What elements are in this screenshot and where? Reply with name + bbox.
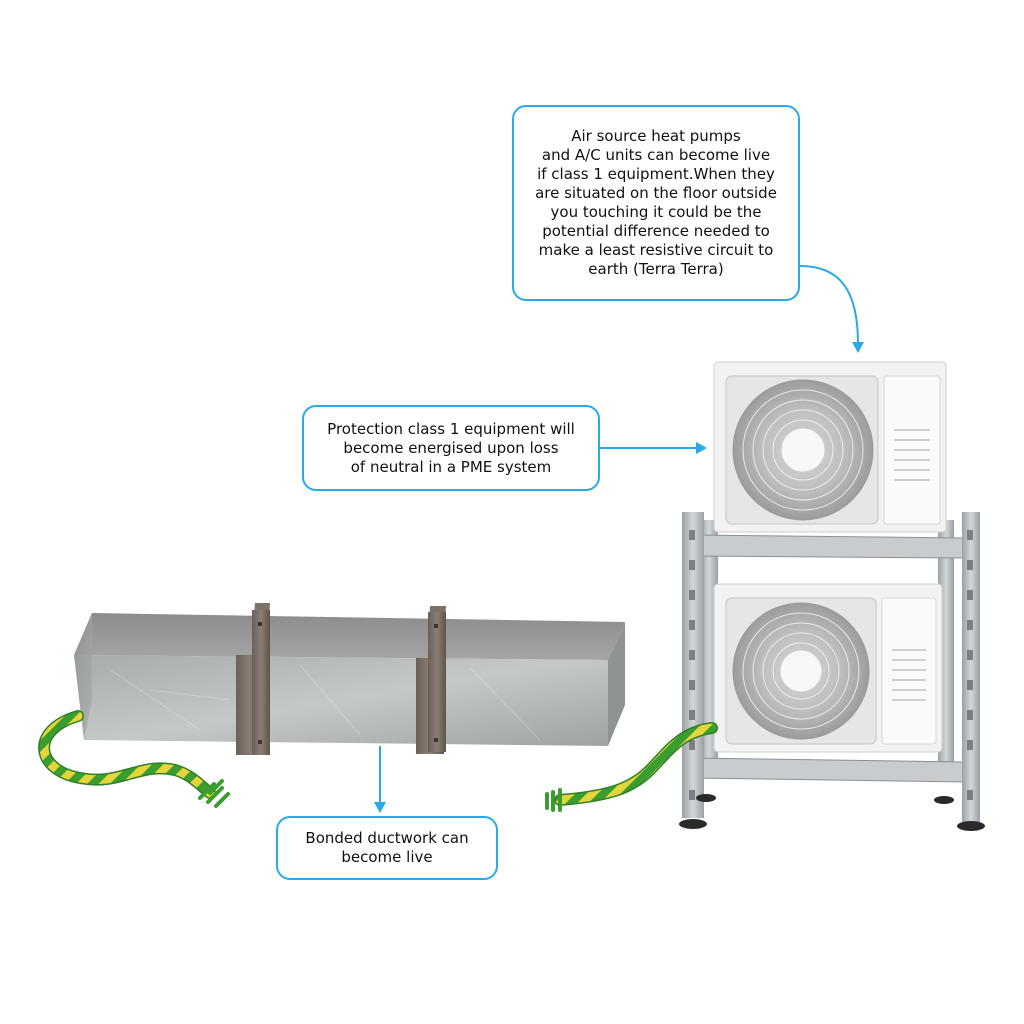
callout-heat-pump-text: Air source heat pumps and A/C units can … [535,127,777,278]
duct-front-face [74,655,608,746]
arrow-heads [374,342,864,813]
arrow-icon [379,265,859,804]
earth-cable-duct [38,710,216,799]
earth-ground-icon [545,788,562,812]
duct-texture [109,664,541,741]
rack-feet [679,794,985,831]
ductwork [74,603,625,755]
rack-lower-shelf [689,757,966,783]
earth-ground-icon [198,779,230,808]
callout-duct-text: Bonded ductwork can become live [305,829,469,866]
duct-flange-left [236,603,270,755]
ac-unit-upper [713,361,947,533]
duct-left-end [74,613,92,740]
duct-top-face [74,613,625,660]
earth-cable-rack [554,722,718,806]
arrow-heatpump [799,265,859,345]
callout-class1-text: Protection class 1 equipment will become… [327,419,575,476]
callout-heat-pump: Air source heat pumps and A/C units can … [512,105,800,301]
callout-bonded-ductwork: Bonded ductwork can become live [276,816,498,880]
ac-rack [679,512,985,831]
duct-right-end [608,622,625,746]
rack-upper-shelf [689,534,966,559]
duct-flange-right [416,606,446,754]
ac-unit-lower [713,583,943,753]
callout-class1-equipment: Protection class 1 equipment will become… [302,405,600,491]
